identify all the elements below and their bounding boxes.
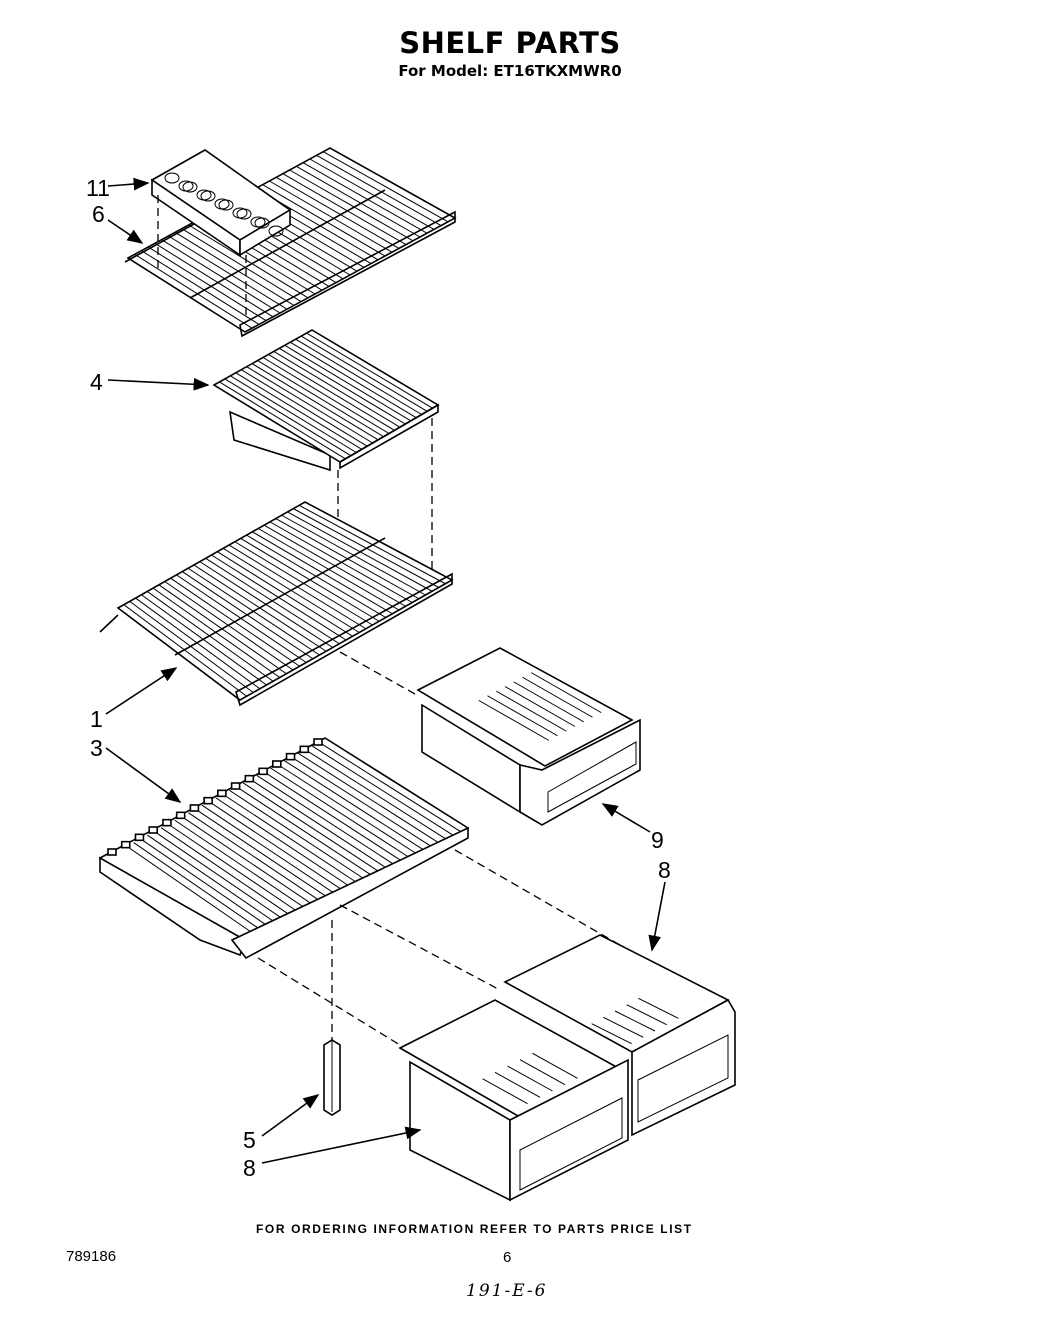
callout-5: 5 (243, 1127, 256, 1153)
model-subtitle: For Model: ET16TKXMWR0 (398, 62, 622, 80)
egg-tray (150, 149, 292, 257)
crisper-cover-shelf (98, 737, 470, 960)
ordering-note: FOR ORDERING INFORMATION REFER TO PARTS … (256, 1222, 693, 1236)
main-wire-shelf (99, 501, 454, 707)
callout-4: 4 (90, 369, 103, 395)
callout-8-lower: 8 (243, 1155, 256, 1181)
small-shelf (212, 329, 440, 472)
page-title: SHELF PARTS (399, 26, 621, 60)
large-crisper-drawer-right (503, 934, 736, 1137)
page-number: 6 (503, 1249, 512, 1266)
shelf-support-post (323, 1039, 341, 1116)
callout-3: 3 (90, 735, 103, 761)
document-number: 789186 (66, 1248, 117, 1265)
callout-6: 6 (92, 201, 105, 227)
small-crisper-drawer (416, 647, 641, 826)
callout-9: 9 (651, 827, 664, 853)
callout-1: 1 (90, 706, 103, 732)
large-crisper-drawer-left (398, 999, 629, 1202)
callout-11: 11 (86, 175, 110, 201)
handwritten-code: 191-E-6 (466, 1281, 548, 1301)
callout-8-upper: 8 (658, 857, 671, 883)
